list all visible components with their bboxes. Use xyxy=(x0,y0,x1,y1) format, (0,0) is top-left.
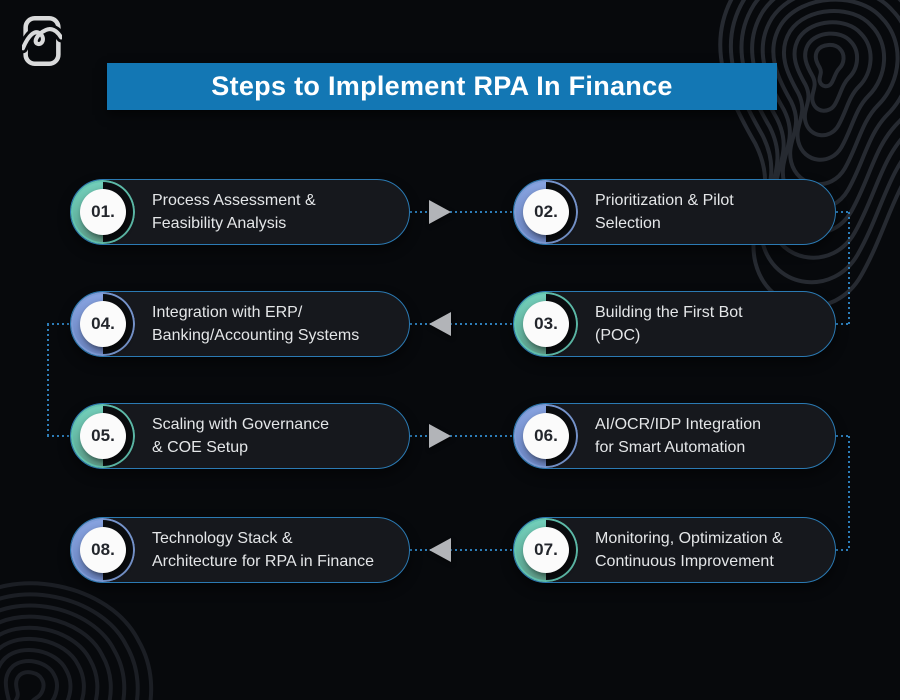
step-label: Monitoring, Optimization & Continuous Im… xyxy=(595,530,783,570)
arrow-right-icon xyxy=(429,200,451,224)
connector-04-05-stub-top xyxy=(47,323,70,325)
step-pill-08: 08. Technology Stack & Architecture for … xyxy=(70,517,410,583)
connector-02-03-stub-bottom xyxy=(836,323,850,325)
step-badge-04: 04. xyxy=(71,292,135,356)
connector-02-03-stub-top xyxy=(836,211,850,213)
step-number: 08. xyxy=(80,527,126,573)
title-banner: Steps to Implement RPA In Finance xyxy=(107,63,777,110)
step-pill-05: 05. Scaling with Governance & COE Setup xyxy=(70,403,410,469)
step-number: 03. xyxy=(523,301,569,347)
step-number: 01. xyxy=(80,189,126,235)
step-label: Scaling with Governance & COE Setup xyxy=(152,416,329,456)
step-label: Process Assessment & Feasibility Analysi… xyxy=(152,192,316,232)
contour-pattern-top-right xyxy=(670,0,900,310)
step-pill-04: 04. Integration with ERP/ Banking/Accoun… xyxy=(70,291,410,357)
arrow-left-icon xyxy=(429,312,451,336)
step-number: 05. xyxy=(80,413,126,459)
step-label: Building the First Bot (POC) xyxy=(595,304,743,344)
step-pill-06: 06. AI/OCR/IDP Integration for Smart Aut… xyxy=(513,403,836,469)
step-badge-02: 02. xyxy=(514,180,578,244)
connector-06-07-stub-top xyxy=(836,435,850,437)
step-label: Technology Stack & Architecture for RPA … xyxy=(152,530,375,570)
brand-logo-icon xyxy=(22,16,62,66)
connector-06-07-vertical xyxy=(848,436,850,550)
step-label: Integration with ERP/ Banking/Accounting… xyxy=(152,304,360,344)
step-number: 06. xyxy=(523,413,569,459)
connector-07-08 xyxy=(410,549,513,551)
step-badge-03: 03. xyxy=(514,292,578,356)
page-title: Steps to Implement RPA In Finance xyxy=(211,71,673,101)
arrow-right-icon xyxy=(429,424,451,448)
connector-02-03-vertical xyxy=(848,212,850,324)
connector-05-06 xyxy=(410,435,513,437)
step-number: 04. xyxy=(80,301,126,347)
step-pill-02: 02. Prioritization & Pilot Selection xyxy=(513,179,836,245)
step-label: AI/OCR/IDP Integration for Smart Automat… xyxy=(595,416,761,456)
connector-03-04 xyxy=(410,323,513,325)
connector-04-05-stub-bottom xyxy=(47,435,70,437)
step-number: 07. xyxy=(523,527,569,573)
step-badge-08: 08. xyxy=(71,518,135,582)
step-pill-07: 07. Monitoring, Optimization & Continuou… xyxy=(513,517,836,583)
step-pill-01: 01. Process Assessment & Feasibility Ana… xyxy=(70,179,410,245)
step-badge-07: 07. xyxy=(514,518,578,582)
step-label: Prioritization & Pilot Selection xyxy=(595,192,734,232)
step-badge-06: 06. xyxy=(514,404,578,468)
step-pill-03: 03. Building the First Bot (POC) xyxy=(513,291,836,357)
arrow-left-icon xyxy=(429,538,451,562)
connector-01-02 xyxy=(410,211,513,213)
connector-04-05-vertical xyxy=(47,324,49,436)
connector-06-07-stub-bottom xyxy=(836,549,850,551)
step-badge-01: 01. xyxy=(71,180,135,244)
step-number: 02. xyxy=(523,189,569,235)
step-badge-05: 05. xyxy=(71,404,135,468)
